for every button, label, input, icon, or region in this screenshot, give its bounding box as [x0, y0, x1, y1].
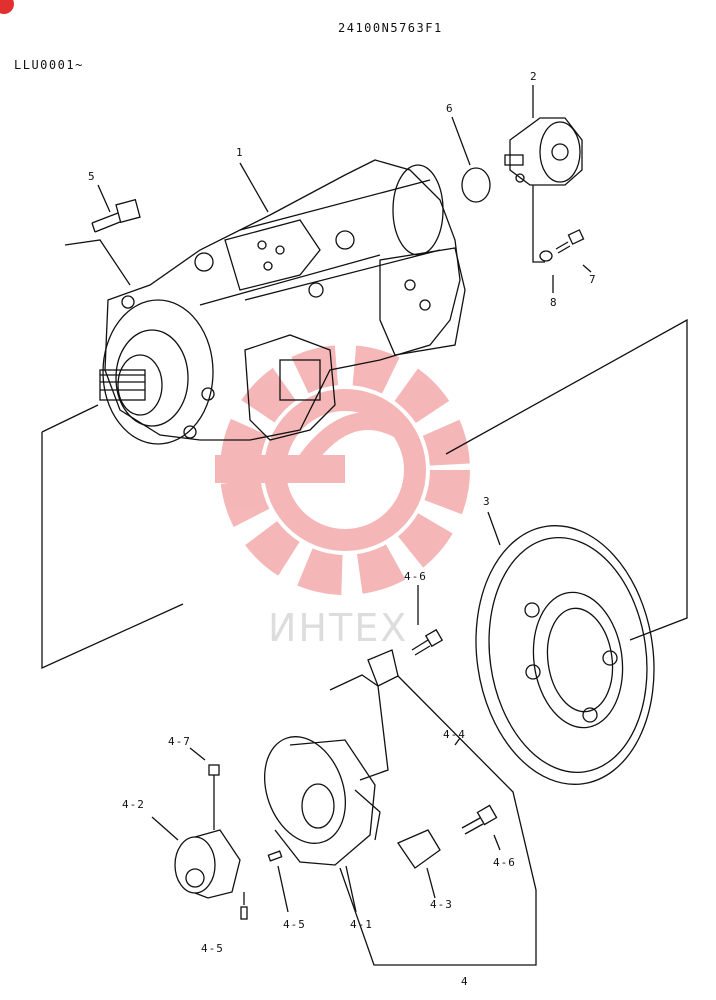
set-screw-4-7	[208, 764, 220, 776]
callout-5: 5	[88, 170, 96, 183]
hub-4-2	[174, 829, 241, 899]
callout-4: 4	[461, 975, 469, 988]
pin-4-5-b	[240, 906, 248, 920]
callout-4-6-a: 4-6	[404, 570, 427, 583]
main-pump-assembly	[99, 159, 466, 445]
callout-4-7: 4-7	[168, 735, 191, 748]
callout-3: 3	[483, 495, 491, 508]
pin-4-5-a	[267, 850, 283, 862]
callout-6: 6	[446, 102, 454, 115]
corner-badge	[0, 0, 14, 14]
coupling-4-1	[263, 736, 381, 866]
bolt-7	[555, 229, 585, 254]
callout-1: 1	[236, 146, 244, 159]
insert-4-3	[397, 829, 441, 869]
callout-4-3: 4-3	[430, 898, 453, 911]
callout-4-4: 4-4	[443, 728, 466, 741]
bolt-4-6-bottom	[461, 804, 498, 835]
callout-4-1: 4-1	[350, 918, 373, 931]
callout-4-5-a: 4-5	[283, 918, 306, 931]
callout-4-2: 4-2	[122, 798, 145, 811]
o-ring	[461, 167, 491, 203]
watermark-text: ИНТЕХ	[268, 606, 409, 650]
gear-pump	[504, 117, 583, 186]
insert-4-4	[367, 649, 399, 687]
flywheel-plate	[475, 525, 655, 785]
serial-range: LLU0001~	[14, 58, 84, 72]
part-number: 24100N5763F1	[338, 21, 443, 35]
watermark-logo	[215, 345, 470, 595]
bolt-5	[91, 198, 141, 233]
callout-4-6-b: 4-6	[493, 856, 516, 869]
callout-4-5-b: 4-5	[201, 942, 224, 955]
washer-8	[539, 250, 553, 262]
callout-8: 8	[550, 296, 558, 309]
callout-2: 2	[530, 70, 538, 83]
callout-7: 7	[589, 273, 597, 286]
bolt-4-6-top	[411, 628, 444, 656]
